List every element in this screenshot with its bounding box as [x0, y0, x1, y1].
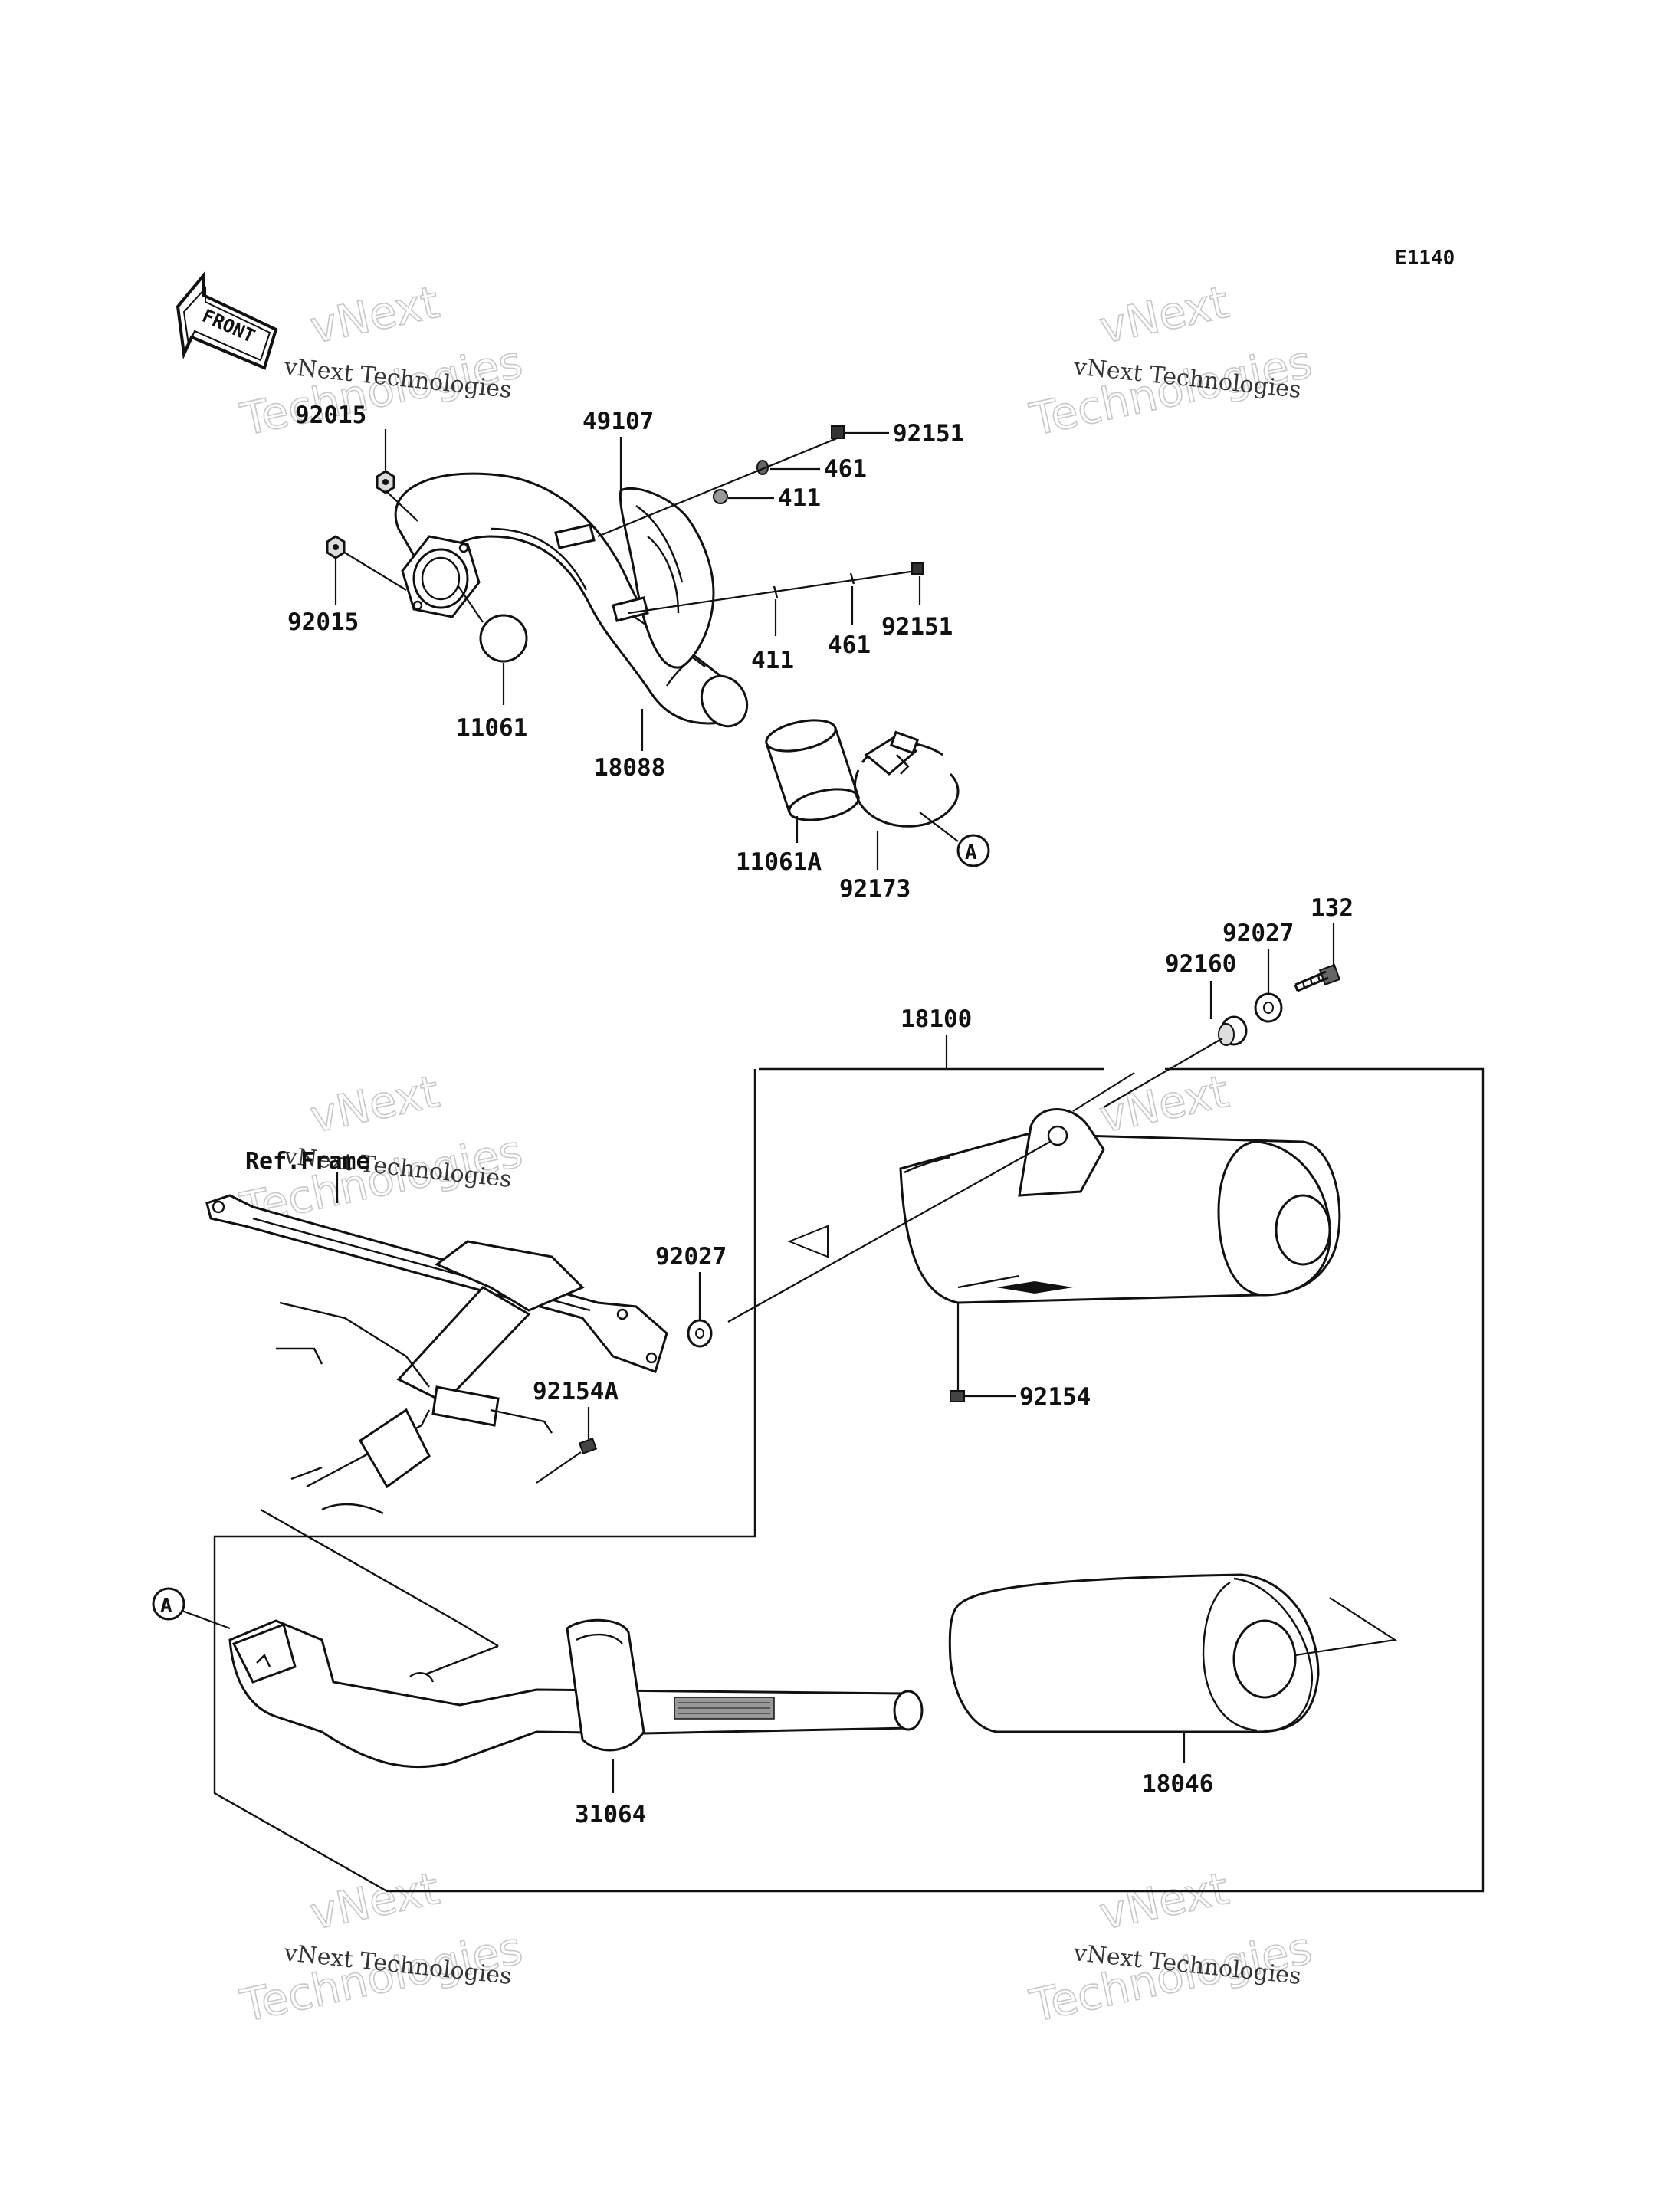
bolt-92154A	[578, 1438, 598, 1454]
label-18046: 18046	[1142, 1770, 1213, 1798]
label-18088: 18088	[594, 754, 665, 782]
pipe-flange	[401, 535, 481, 618]
label-92027-mid: 92027	[655, 1243, 727, 1271]
label-411-bottom: 411	[751, 647, 794, 674]
assembly-box-18100	[213, 1067, 1485, 1893]
exhaust-header-pipe	[394, 472, 749, 728]
label-92151-top: 92151	[893, 420, 964, 448]
front-arrow-icon: FRONT	[176, 271, 278, 370]
watermark-top-right: vNext Technologies vNext Technologies	[1025, 275, 1317, 447]
clamp-92173	[854, 730, 960, 828]
callout-a-bottom: A	[152, 1587, 185, 1621]
watermark-big: vNext	[1095, 1065, 1233, 1143]
callout-a-top: A	[956, 834, 990, 867]
muffler-18100	[787, 1108, 1341, 1304]
bolt-92151-bottom	[911, 562, 924, 575]
inner-pipe-31064	[228, 1508, 924, 1769]
outer-shell-18046	[948, 1573, 1398, 1733]
label-18100: 18100	[901, 1005, 972, 1033]
watermark-big: vNext	[1095, 276, 1233, 354]
nut-92015-bottom	[326, 535, 346, 559]
label-92154: 92154	[1019, 1383, 1091, 1411]
label-11061: 11061	[456, 714, 527, 742]
grommet-92160	[1218, 1015, 1248, 1046]
diagram-code: E1140	[1395, 247, 1455, 270]
ref-frame-label: Ref.Frame	[245, 1148, 370, 1175]
label-92027-top: 92027	[1222, 920, 1294, 947]
callout-a-label: A	[965, 841, 977, 864]
watermark-big: vNext	[1095, 1862, 1233, 1940]
perforated-section	[674, 1697, 775, 1720]
watermark-top-left: vNext Technologies vNext Technologies	[235, 275, 527, 447]
gasket-11061A	[765, 719, 860, 821]
nut-92015-top	[376, 470, 395, 494]
label-92015-top: 92015	[295, 402, 366, 429]
watermark-big: vNext	[306, 276, 444, 354]
frame-rail	[205, 1194, 668, 1515]
label-11061A: 11061A	[736, 848, 822, 876]
watermark-big: vNext	[306, 1862, 444, 1940]
label-92160: 92160	[1165, 950, 1236, 978]
label-92015-bottom: 92015	[287, 608, 359, 636]
label-92173: 92173	[839, 875, 911, 903]
callout-a-label: A	[160, 1595, 172, 1618]
heat-guard-49107	[554, 487, 715, 669]
label-461-bottom: 461	[828, 631, 871, 659]
gasket-11061	[479, 614, 528, 663]
washer-411-top	[713, 489, 728, 504]
label-411-top: 411	[778, 484, 821, 512]
bolt-92154	[950, 1390, 965, 1402]
label-461-top: 461	[824, 455, 867, 483]
label-132: 132	[1311, 894, 1354, 922]
label-92151-bottom: 92151	[881, 613, 953, 641]
watermark-big: vNext	[306, 1065, 444, 1143]
bolt-132	[1294, 963, 1341, 992]
label-49107: 49107	[582, 408, 654, 435]
watermark-bottom-right: vNext Technologies vNext Technologies	[1025, 1861, 1317, 2033]
label-31064: 31064	[575, 1801, 646, 1828]
washer-92027-mid	[687, 1319, 713, 1348]
label-92154A: 92154A	[533, 1378, 619, 1405]
washer-92027-top	[1254, 992, 1283, 1023]
bolt-92151-top	[831, 425, 845, 439]
